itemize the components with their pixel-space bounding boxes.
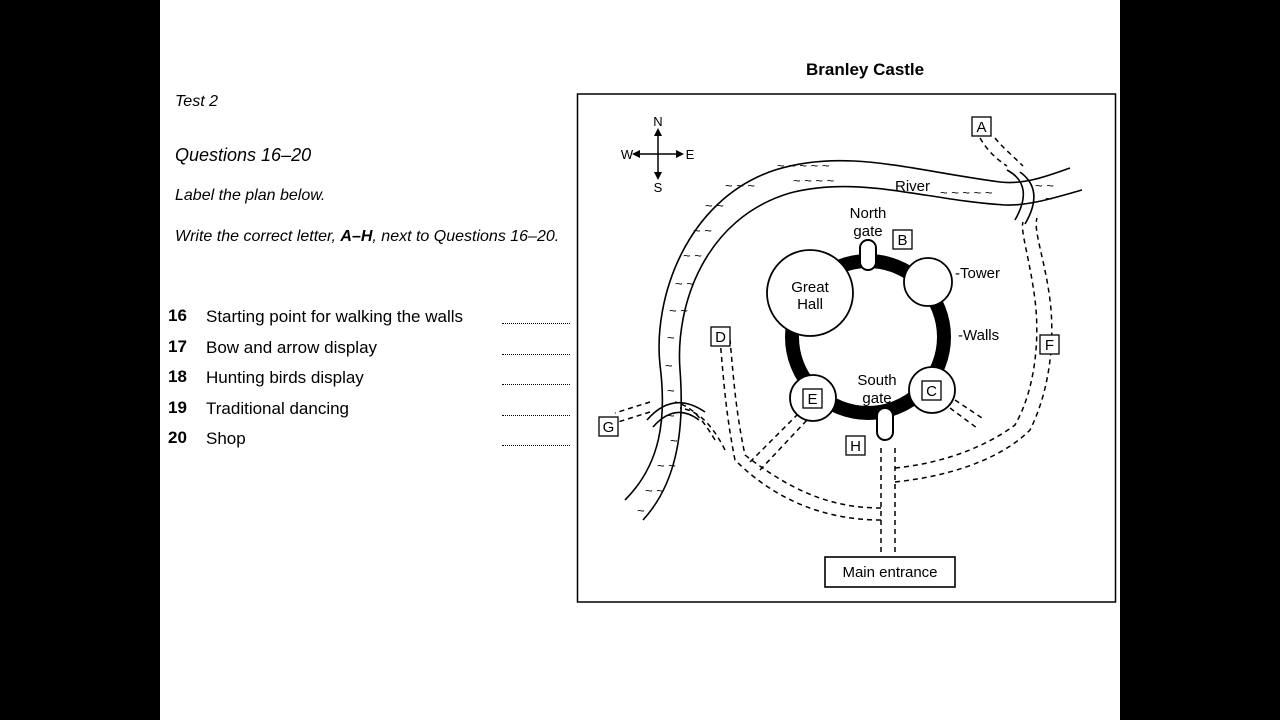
svg-text:B: B [897, 232, 907, 249]
question-number: 20 [168, 428, 187, 447]
svg-text:~ ~: ~ ~ [683, 248, 702, 263]
svg-text:-Tower: -Tower [955, 265, 1000, 282]
svg-text:Hall: Hall [797, 296, 823, 313]
question-row-16: 16 Starting point for walking the walls [168, 306, 570, 337]
river: ~ ~ ~ ~ ~ ~ ~ ~ ~ ~ ~ ~ ~ ~ ~ ~ ~ ~ ~ ~ … [624, 158, 1083, 521]
svg-text:~ ~: ~ ~ [657, 458, 676, 473]
svg-text:H: H [850, 438, 861, 455]
tower-e: E [789, 374, 837, 422]
svg-text:~: ~ [670, 433, 678, 448]
svg-text:~: ~ [637, 503, 645, 518]
svg-text:~ ~ ~: ~ ~ ~ [725, 178, 755, 193]
north-gate: North gate [850, 205, 887, 271]
svg-text:~: ~ [1045, 191, 1053, 206]
footpaths [614, 137, 1053, 552]
question-number: 16 [168, 306, 187, 325]
questions-title: Questions 16–20 [175, 145, 312, 165]
svg-text:~: ~ [667, 330, 675, 345]
question-text: Hunting birds display [206, 368, 364, 387]
svg-text:Great: Great [791, 279, 829, 296]
letter-a: A [971, 116, 992, 137]
svg-text:Main entrance: Main entrance [842, 564, 937, 581]
question-text: Shop [206, 429, 246, 448]
exam-page: Test 2 Questions 16–20 Label the plan be… [160, 0, 1120, 720]
question-text: Traditional dancing [206, 398, 350, 418]
question-list: 16 Starting point for walking the walls … [168, 306, 570, 459]
letter-g: G [598, 416, 619, 437]
answer-blank-16[interactable] [502, 315, 570, 324]
svg-text:~ ~ ~ ~: ~ ~ ~ ~ [793, 173, 835, 188]
question-text: Bow and arrow display [206, 337, 378, 357]
letter-d: D [710, 326, 731, 347]
svg-text:~: ~ [667, 383, 675, 398]
north-bridge [1006, 169, 1025, 221]
svg-text:D: D [715, 329, 726, 346]
svg-text:~: ~ [665, 358, 673, 373]
question-row-18: 18 Hunting birds display [168, 367, 570, 398]
svg-text:~ ~: ~ ~ [675, 276, 694, 291]
question-number: 17 [168, 336, 187, 356]
svg-text:C: C [926, 383, 937, 400]
svg-text:E: E [807, 391, 817, 408]
svg-text:A: A [976, 119, 986, 136]
main-entrance: Main entrance [824, 556, 956, 588]
compass-icon: N S W E [621, 114, 695, 195]
svg-text:~: ~ [667, 408, 675, 423]
tower-c: C [908, 366, 956, 414]
svg-text:gate: gate [862, 390, 891, 407]
river-label: River [895, 178, 930, 195]
plan-frame [576, 93, 1117, 603]
plan-title: Branley Castle [806, 60, 925, 79]
svg-text:~ ~: ~ ~ [705, 198, 724, 213]
question-row-20: 20 Shop [168, 428, 570, 459]
svg-text:~ ~ ~ ~ ~: ~ ~ ~ ~ ~ [940, 185, 993, 200]
svg-text:~ ~ ~ ~ ~: ~ ~ ~ ~ ~ [777, 158, 830, 173]
test-label: Test 2 [175, 93, 218, 110]
instruction-prefix: Write the correct letter, [175, 228, 341, 245]
instruction-suffix: , next to Questions 16–20. [372, 228, 560, 245]
question-row-19: 19 Traditional dancing [168, 398, 570, 429]
question-text: Starting point for walking the walls [206, 307, 464, 326]
svg-text:N: N [653, 114, 662, 129]
castle-plan-diagram: ~ ~ ~ ~ ~ ~ ~ ~ ~ ~ ~ ~ ~ ~ ~ ~ ~ ~ ~ ~ … [576, 93, 1117, 603]
question-number: 18 [168, 367, 187, 386]
svg-text:W: W [621, 147, 634, 162]
svg-text:S: S [654, 180, 663, 195]
letter-b: B [892, 229, 913, 250]
letter-h: H [845, 435, 866, 456]
west-bridge [646, 401, 706, 421]
south-gate: South gate [857, 372, 897, 441]
answer-blank-20[interactable] [502, 437, 570, 446]
great-hall: Great Hall [766, 249, 854, 337]
instruction-letter-range: A–H [340, 228, 373, 245]
svg-text:~ ~: ~ ~ [1035, 178, 1054, 193]
svg-text:~ ~: ~ ~ [645, 483, 664, 498]
svg-text:~ ~: ~ ~ [669, 303, 688, 318]
instruction-label-plan: Label the plan below. [175, 187, 326, 204]
svg-text:North: North [850, 205, 887, 222]
svg-text:F: F [1045, 337, 1054, 354]
answer-blank-19[interactable] [502, 407, 570, 416]
svg-text:G: G [603, 419, 615, 436]
question-row-17: 17 Bow and arrow display [168, 337, 570, 368]
walls-label: -Walls [958, 327, 999, 344]
svg-text:South: South [857, 372, 896, 389]
svg-text:~ ~: ~ ~ [693, 223, 712, 238]
answer-blank-17[interactable] [502, 346, 570, 355]
letter-f: F [1039, 334, 1060, 355]
question-number: 19 [168, 397, 187, 417]
svg-text:gate: gate [853, 223, 882, 240]
tower: -Tower [903, 257, 1000, 307]
instruction-write-letter: Write the correct letter, A–H, next to Q… [175, 228, 559, 246]
svg-text:E: E [686, 147, 695, 162]
answer-blank-18[interactable] [502, 376, 570, 385]
